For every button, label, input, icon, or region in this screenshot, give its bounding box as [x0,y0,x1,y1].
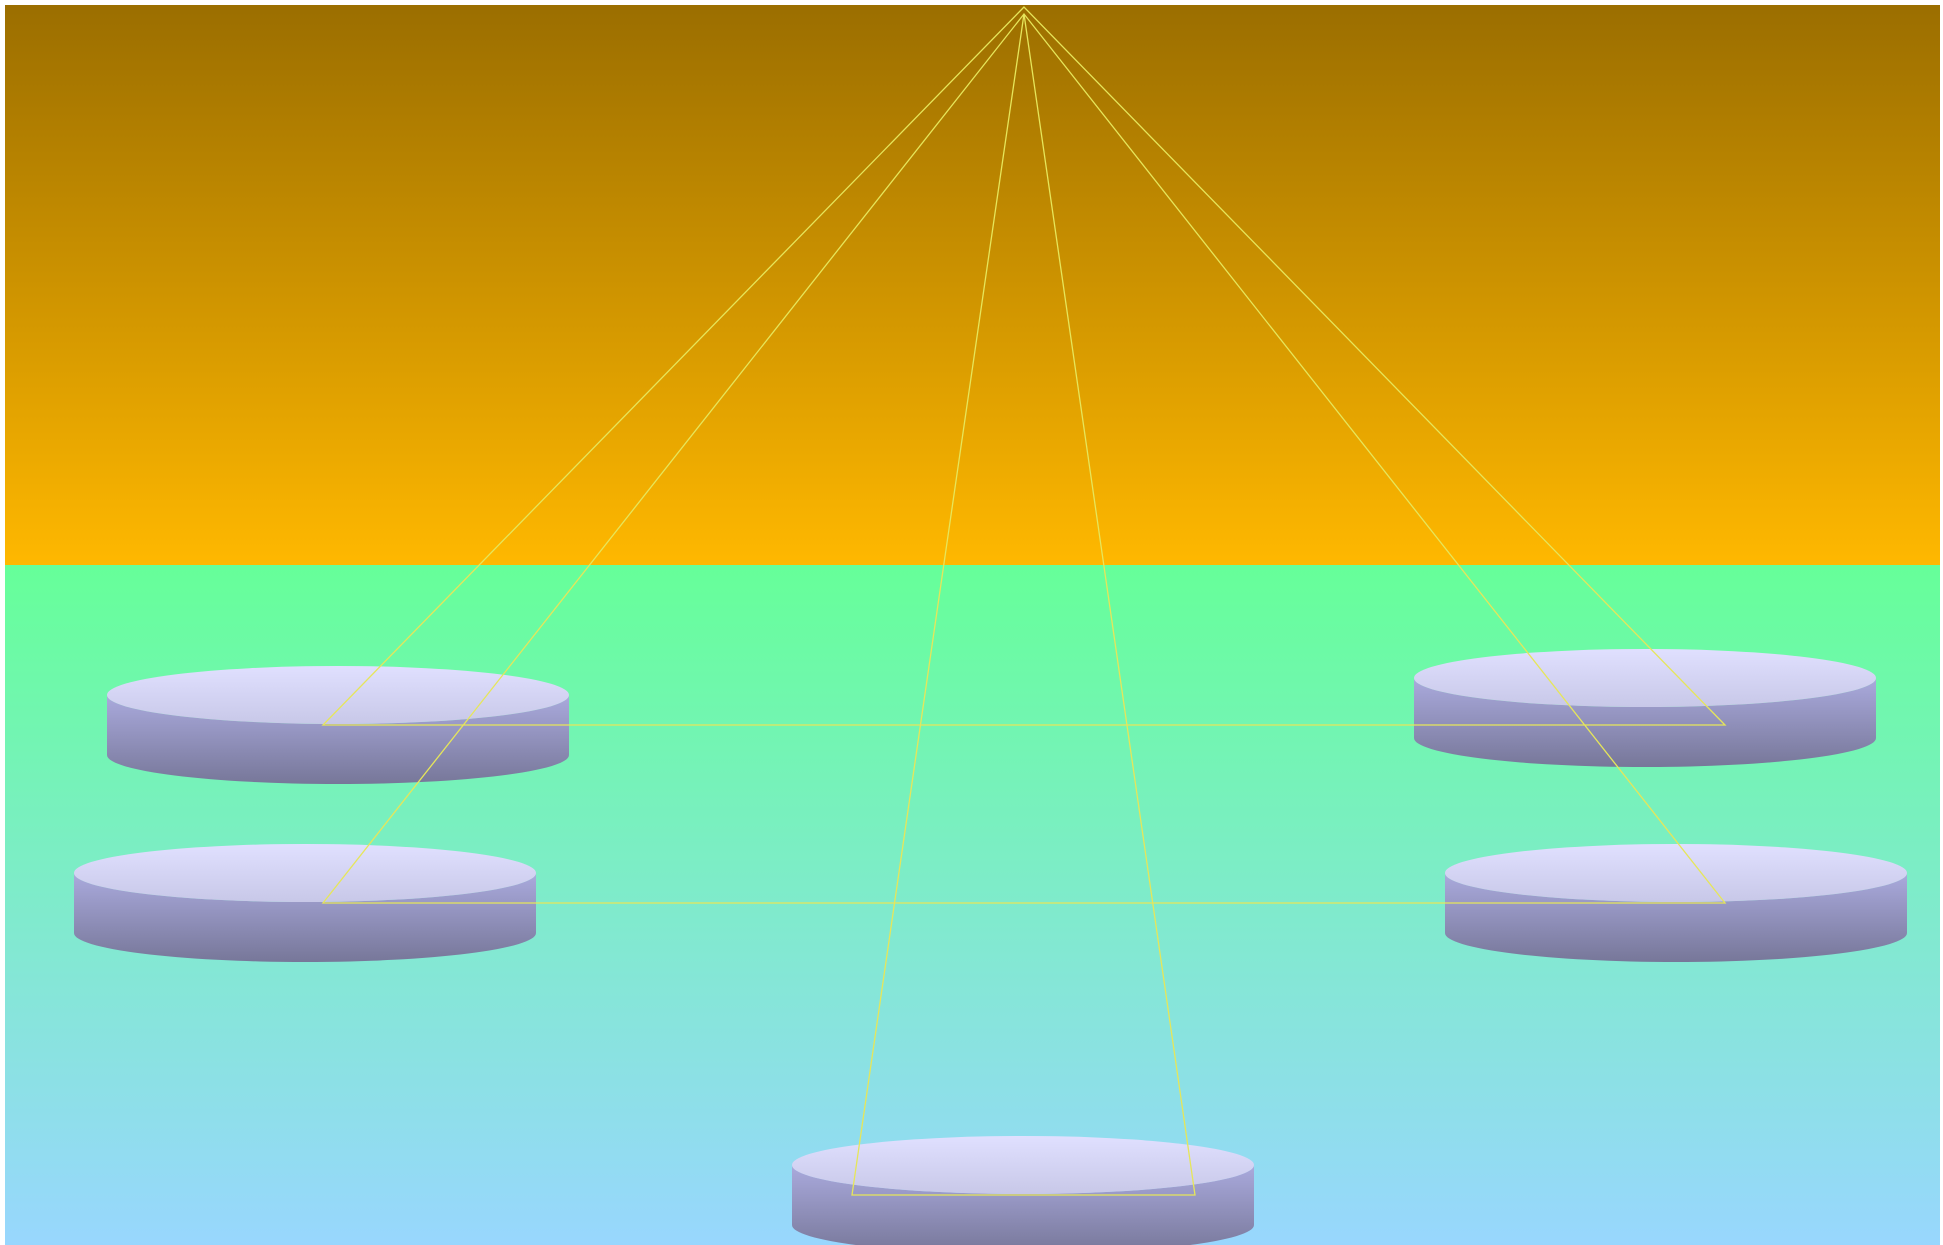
disk-top [107,666,569,724]
disk-top [792,1136,1254,1194]
disk-top [1445,844,1907,902]
disk-bottom-center [792,1136,1254,1245]
sky-background [5,5,1940,565]
disk-top [1414,649,1876,707]
disk-right-upper [1414,649,1876,767]
disk-top [74,844,536,902]
